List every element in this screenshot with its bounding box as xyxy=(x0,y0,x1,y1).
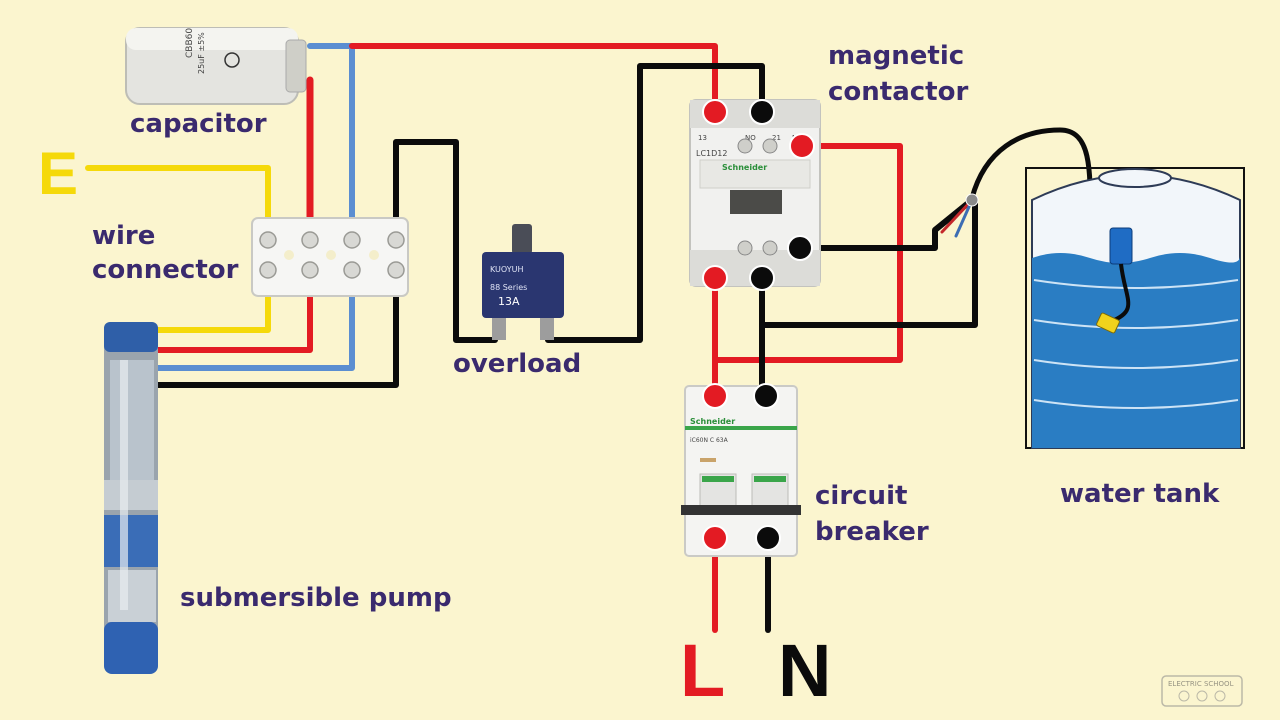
float-switch-upper xyxy=(1109,227,1133,265)
submersible-pump xyxy=(104,322,158,674)
line-letter: L xyxy=(680,629,725,712)
water-tank xyxy=(1025,167,1245,449)
pump-black-wire xyxy=(147,267,399,388)
capacitor-logo-icon xyxy=(224,52,240,68)
wire-connector xyxy=(251,217,409,297)
breaker-label-line1: circuit xyxy=(815,481,907,511)
watermark-text: ELECTRIC SCHOOL xyxy=(1168,680,1234,688)
neutral-letter: N xyxy=(778,629,831,712)
terminal-dots xyxy=(702,99,979,551)
float-switch-weight xyxy=(1096,312,1120,334)
contactor-model-text: LC1D12 xyxy=(696,149,727,158)
wire-connector-label-line2: connector xyxy=(92,255,239,285)
overload-in-wire xyxy=(393,139,498,343)
wire-connector-label-line1: wire xyxy=(92,221,155,251)
overload-out-wire xyxy=(545,63,765,343)
watermark-logo: ELECTRIC SCHOOL xyxy=(1161,675,1243,707)
capacitor: CBB60 25uF ±5% xyxy=(125,27,307,105)
pump-label: submersible pump xyxy=(180,583,452,613)
overload-label: overload xyxy=(453,349,581,379)
capacitor-blue-lead xyxy=(307,43,355,243)
overload-protector: KUOYUH 88 Series 13A xyxy=(482,224,564,340)
breaker-model-text: iC60N C 63A xyxy=(690,437,729,444)
capacitor-label: capacitor xyxy=(130,109,267,139)
float-cable-blue xyxy=(954,198,974,238)
pump-blue-wire xyxy=(147,267,355,371)
wires xyxy=(85,43,1093,633)
overload-series-text: 88 Series xyxy=(490,283,527,292)
water-tank-label: water tank xyxy=(1060,479,1220,509)
contactor-terminal-21: 21 xyxy=(772,134,781,142)
contactor-red-coil-wire xyxy=(712,143,903,363)
capacitor-spec-text: 25uF ±5% xyxy=(197,32,206,74)
breaker-brand-text: Schneider xyxy=(690,417,735,426)
breaker-label-line2: breaker xyxy=(815,517,929,547)
contactor-label-line1: magnetic xyxy=(828,41,964,71)
earth-letter: E xyxy=(38,140,78,207)
contactor-terminal-no: NO xyxy=(745,134,756,142)
capacitor-brand-text: CBB60 xyxy=(185,28,195,58)
float-cable-red xyxy=(940,198,974,234)
overload-brand-text: KUOYUH xyxy=(490,265,524,274)
circuit-breaker: Schneider iC60N C 63A xyxy=(681,385,801,557)
line-wire-top xyxy=(349,43,718,115)
overload-rating-text: 13A xyxy=(498,295,520,308)
contactor-label-line2: contactor xyxy=(828,77,968,107)
contactor-terminal-13: 13 xyxy=(698,134,707,142)
contactor-brand-text: Schneider xyxy=(722,163,767,172)
float-return-wire xyxy=(759,197,978,328)
float-black-wire xyxy=(797,197,975,251)
